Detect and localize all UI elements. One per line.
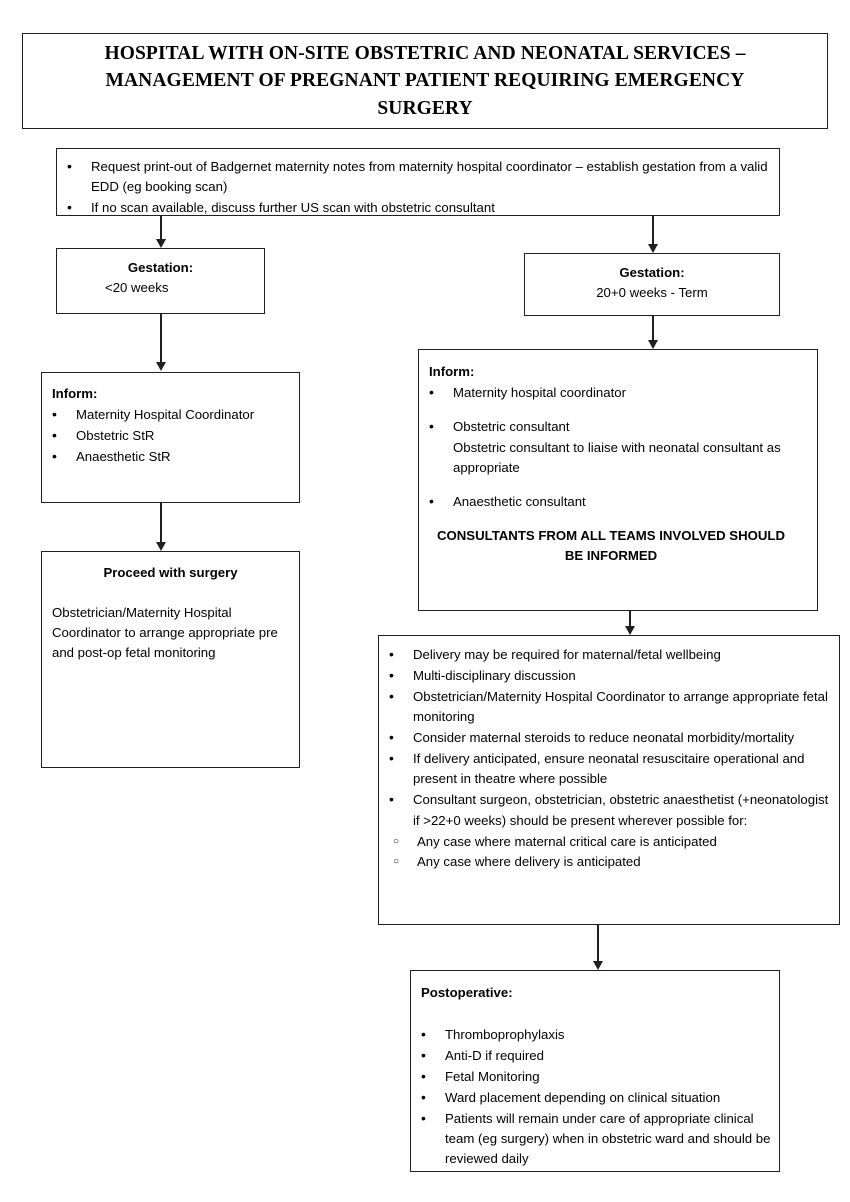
inform-right-box: Inform: Maternity hospital coordinator O…: [418, 349, 818, 611]
delivery-box: Delivery may be required for maternal/fe…: [378, 635, 840, 925]
list-item: Obstetrician/Maternity Hospital Coordina…: [379, 686, 831, 727]
gestation-right-heading: Gestation:: [619, 265, 685, 280]
list-item: Maternity Hospital Coordinator: [42, 404, 293, 425]
list-item: Delivery may be required for maternal/fe…: [379, 644, 831, 665]
list-item: If delivery anticipated, ensure neonatal…: [379, 748, 831, 789]
proceed-with-surgery-box: Proceed with surgery Obstetrician/Matern…: [41, 551, 300, 768]
inform-right-list-2: Obstetric consultant Obstetric consultan…: [419, 416, 809, 478]
title-line-1: HOSPITAL WITH ON-SITE OBSTETRIC AND NEON…: [104, 43, 746, 65]
consultants-note: CONSULTANTS FROM ALL TEAMS INVOLVED SHOU…: [437, 528, 785, 564]
list-item: Thromboprophylaxis: [411, 1024, 771, 1045]
intake-box: Request print-out of Badgernet maternity…: [56, 148, 780, 218]
list-item: Obstetric consultant: [419, 416, 809, 437]
inform-left-list: Maternity Hospital Coordinator Obstetric…: [42, 404, 293, 467]
list-item: Anti-D if required: [411, 1045, 771, 1066]
delivery-sublist: Any case where maternal critical care is…: [379, 832, 831, 872]
list-item: Maternity hospital coordinator: [419, 382, 809, 403]
inform-left-box: Inform: Maternity Hospital Coordinator O…: [41, 372, 300, 503]
delivery-list: Delivery may be required for maternal/fe…: [379, 644, 831, 831]
inform-right-list: Maternity hospital coordinator: [419, 382, 809, 403]
postoperative-box: Postoperative: Thromboprophylaxis Anti-D…: [410, 970, 780, 1172]
list-item: Obstetric StR: [42, 425, 293, 446]
proceed-heading: Proceed with surgery: [103, 565, 238, 580]
title-line-3: SURGERY: [377, 97, 473, 119]
page-title: HOSPITAL WITH ON-SITE OBSTETRIC AND NEON…: [104, 40, 745, 122]
chart-title-box: HOSPITAL WITH ON-SITE OBSTETRIC AND NEON…: [22, 33, 828, 129]
title-line-2: MANAGEMENT OF PREGNANT PATIENT REQUIRING…: [105, 70, 745, 92]
gestation-left-value: <20 weeks: [105, 280, 169, 296]
gestation-right-box: Gestation: 20+0 weeks - Term: [524, 253, 780, 316]
list-item: Consider maternal steroids to reduce neo…: [379, 727, 831, 748]
sub-list-item: Any case where delivery is anticipated: [379, 852, 831, 872]
list-item: Anaesthetic StR: [42, 446, 293, 467]
list-item: Patients will remain under care of appro…: [411, 1108, 771, 1169]
gestation-left-box: Gestation: <20 weeks: [56, 248, 265, 314]
postoperative-heading: Postoperative:: [421, 985, 513, 1000]
list-item: Consultant surgeon, obstetrician, obstet…: [379, 789, 831, 830]
inform-right-list-3: Anaesthetic consultant: [419, 491, 809, 512]
proceed-body: Obstetrician/Maternity Hospital Coordina…: [52, 605, 278, 661]
list-item-continuation: Obstetric consultant to liaise with neon…: [453, 440, 781, 476]
inform-right-heading: Inform:: [429, 364, 475, 379]
gestation-left-heading: Gestation:: [127, 260, 194, 275]
list-item: Multi-disciplinary discussion: [379, 665, 831, 686]
inform-left-heading: Inform:: [52, 386, 98, 401]
gestation-right-value: 20+0 weeks - Term: [596, 285, 708, 301]
list-item: If no scan available, discuss further US…: [57, 197, 771, 218]
list-item: Anaesthetic consultant: [419, 491, 809, 512]
list-item: Fetal Monitoring: [411, 1066, 771, 1087]
list-item: Request print-out of Badgernet maternity…: [57, 156, 771, 197]
postoperative-list: Thromboprophylaxis Anti-D if required Fe…: [411, 1024, 771, 1169]
list-item: Ward placement depending on clinical sit…: [411, 1087, 771, 1108]
intake-list: Request print-out of Badgernet maternity…: [57, 156, 771, 218]
sub-list-item: Any case where maternal critical care is…: [379, 832, 831, 852]
